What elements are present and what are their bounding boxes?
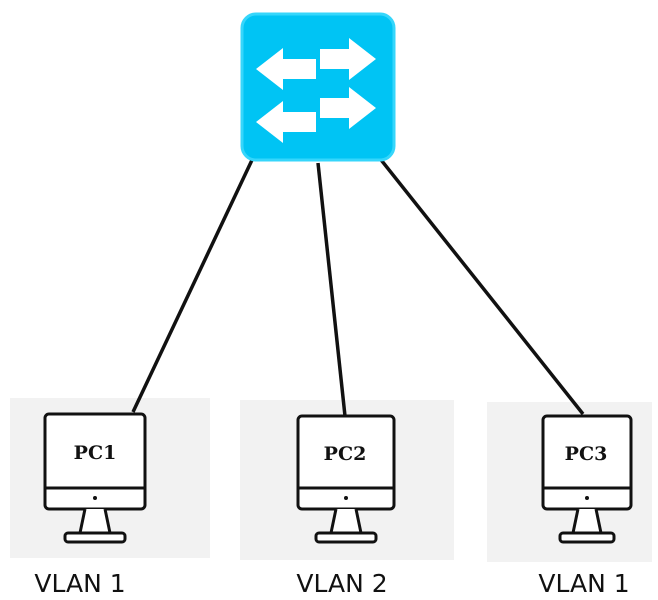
pc3-label: PC3 — [565, 443, 608, 465]
desktop-monitor-icon — [43, 412, 147, 544]
pc1-vlan-label: VLAN 1 — [34, 569, 125, 598]
pc2-vlan-label: VLAN 2 — [296, 569, 387, 598]
pc2-label: PC2 — [324, 443, 367, 465]
pc3-node[interactable]: PC3 — [541, 414, 633, 544]
pc2-node[interactable]: PC2 — [296, 414, 396, 544]
link-switch-pc1 — [131, 159, 254, 413]
network-switch-icon[interactable] — [240, 12, 396, 162]
arrow-left-icon — [256, 101, 316, 143]
switch-body — [240, 12, 396, 162]
link-switch-pc3 — [376, 154, 585, 416]
arrow-right-icon — [320, 38, 376, 80]
desktop-monitor-icon — [296, 414, 396, 544]
link-switch-pc2 — [316, 162, 347, 417]
pc3-vlan-label: VLAN 1 — [538, 569, 629, 598]
desktop-monitor-icon — [541, 414, 633, 544]
pc1-label: PC1 — [74, 442, 117, 464]
arrow-left-icon — [256, 48, 316, 90]
arrow-right-icon — [320, 87, 376, 129]
pc1-node[interactable]: PC1 — [43, 412, 147, 544]
